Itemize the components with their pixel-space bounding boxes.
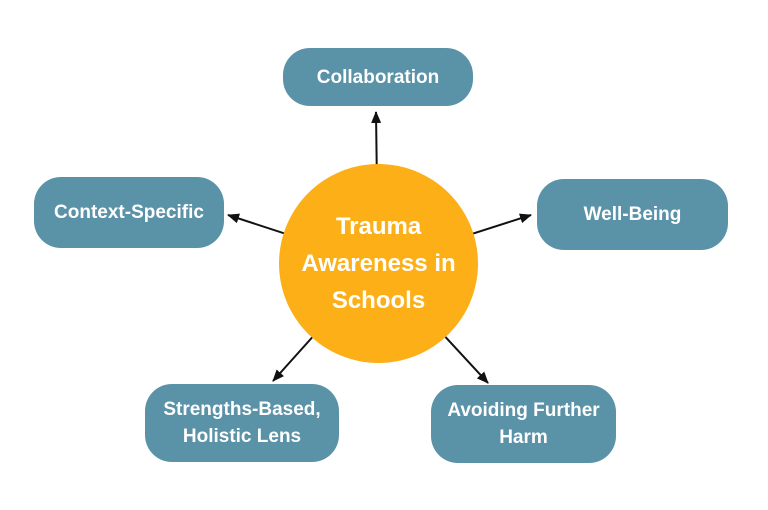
node-well-being: Well-Being bbox=[537, 179, 728, 250]
node-context-specific-label: Context-Specific bbox=[54, 202, 204, 223]
center-node-line-2: Awareness in bbox=[301, 250, 456, 277]
node-avoiding-further-harm: Avoiding Further Harm bbox=[431, 385, 616, 463]
node-collaboration-label: Collaboration bbox=[316, 66, 440, 88]
center-node-trauma-awareness: Trauma Awareness in Schools bbox=[279, 164, 478, 363]
center-node-line-1: Trauma bbox=[335, 213, 422, 240]
node-strengths-based-label: Strengths-Based, Holistic Lens bbox=[163, 399, 321, 447]
node-collaboration: Collaboration bbox=[283, 48, 473, 106]
node-avoiding-harm-label: Avoiding Further Harm bbox=[447, 400, 600, 448]
node-strengths-based-holistic-lens: Strengths-Based, Holistic Lens bbox=[145, 384, 339, 462]
node-well-being-label: Well-Being bbox=[583, 204, 682, 225]
center-node-line-3: Schools bbox=[331, 287, 426, 314]
node-context-specific: Context-Specific bbox=[34, 177, 224, 248]
